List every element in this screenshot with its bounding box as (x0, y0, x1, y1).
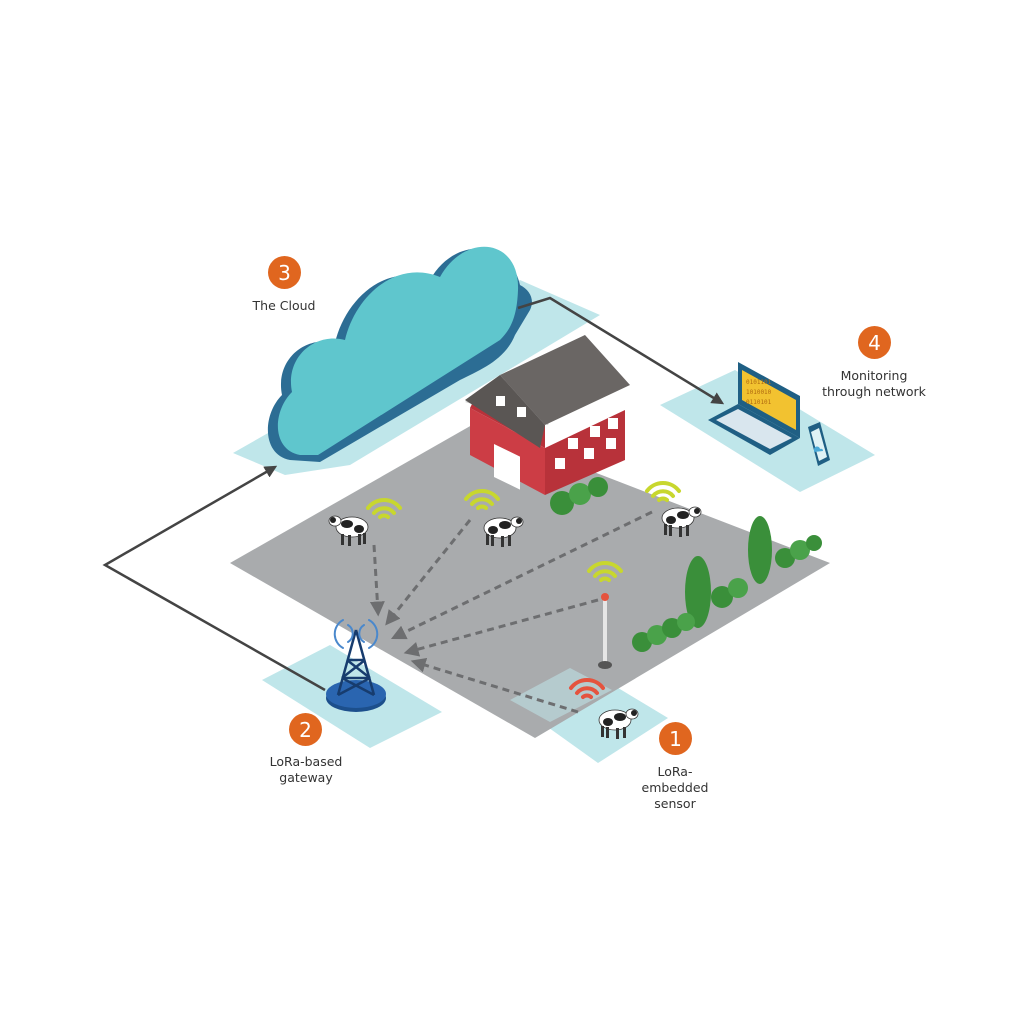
step-label-2: LoRa-based gateway (269, 754, 343, 785)
farm-ground (230, 425, 830, 738)
step-badge-4: 4 (858, 326, 891, 359)
gateway-to-cloud-link (102, 465, 326, 692)
bushes-barn (550, 477, 608, 515)
network-links (102, 296, 725, 692)
wifi-signal-icon (366, 481, 681, 582)
cloud-icon (267, 246, 532, 462)
step-badge-1: 1 (659, 722, 692, 755)
step-badge-2: 2 (289, 713, 322, 746)
step-number-2: 2 (299, 717, 312, 742)
step-badge-3: 3 (268, 256, 301, 289)
step-number-3: 3 (278, 260, 291, 285)
phone-icon (808, 422, 830, 466)
barn-icon (465, 335, 630, 495)
svg-text:1010010: 1010010 (746, 389, 772, 396)
wifi-signal-icon (569, 678, 605, 699)
step-number-4: 4 (868, 330, 881, 355)
svg-text:0101101: 0101101 (746, 379, 772, 386)
step-number-1: 1 (669, 726, 682, 751)
svg-text:0110101: 0110101 (746, 399, 772, 406)
step-label-1: LoRa- embedded sensor (641, 764, 709, 811)
laptop-icon: 0101101 1010010 0110101 (708, 362, 800, 455)
tree-icon (632, 516, 822, 652)
sensor-pole-icon (598, 593, 612, 669)
radio-tower-icon (326, 619, 386, 712)
step-label-4: Monitoring through network (822, 368, 926, 399)
signal-paths (369, 510, 653, 714)
step-label-3: The Cloud (252, 298, 316, 313)
cloud-to-laptop-link (517, 296, 725, 405)
